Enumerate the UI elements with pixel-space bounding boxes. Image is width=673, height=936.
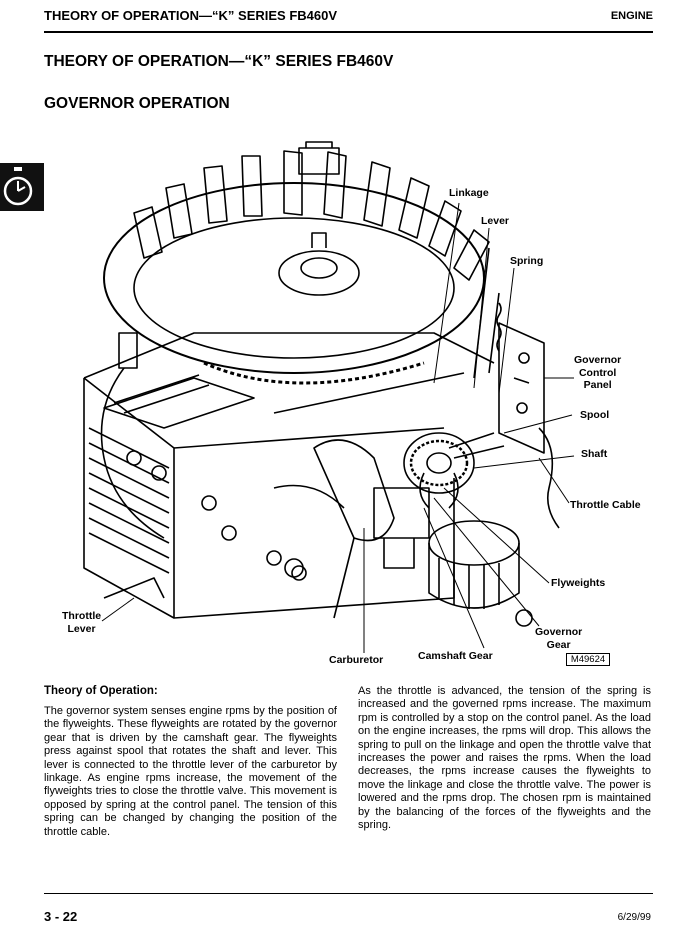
section-tab [0, 163, 44, 211]
callout-governor-control-panel: Governor Control Panel [574, 354, 622, 391]
section-subtitle: GOVERNOR OPERATION [44, 95, 230, 112]
revision-date: 6/29/99 [617, 912, 651, 923]
engine-governor-illustration [44, 128, 664, 673]
stopwatch-icon [3, 167, 33, 206]
engine-drawing [83, 141, 575, 653]
callout-shaft: Shaft [581, 448, 608, 460]
callout-flyweights: Flyweights [551, 577, 606, 589]
callout-throttle-lever: Throttle Lever [62, 610, 102, 635]
callout-spring: Spring [510, 255, 544, 267]
running-header-section: ENGINE [610, 10, 653, 22]
callout-spool: Spool [580, 409, 610, 421]
footer-rule [44, 893, 653, 894]
callout-lever: Lever [481, 215, 510, 227]
callout-linkage: Linkage [449, 187, 489, 199]
body-right-column: As the throttle is advanced, the tension… [358, 685, 651, 832]
page-title: THEORY OF OPERATION—“K” SERIES FB460V [44, 53, 394, 70]
running-header-title: THEORY OF OPERATION—“K” SERIES FB460V [44, 8, 338, 23]
body-subheading: Theory of Operation: [44, 685, 158, 697]
callout-throttle-cable: Throttle Cable [570, 499, 641, 511]
callout-governor-gear: Governor Gear [535, 626, 583, 651]
callout-camshaft-gear: Camshaft Gear [418, 650, 493, 662]
callout-carburetor: Carburetor [329, 654, 384, 666]
running-header: THEORY OF OPERATION—“K” SERIES FB460V EN… [44, 8, 653, 26]
header-rule [44, 31, 653, 33]
figure-id: M49624 [566, 653, 610, 666]
page-number: 3 - 22 [44, 909, 78, 924]
body-left-column: The governor system senses engine rpms b… [44, 705, 337, 838]
